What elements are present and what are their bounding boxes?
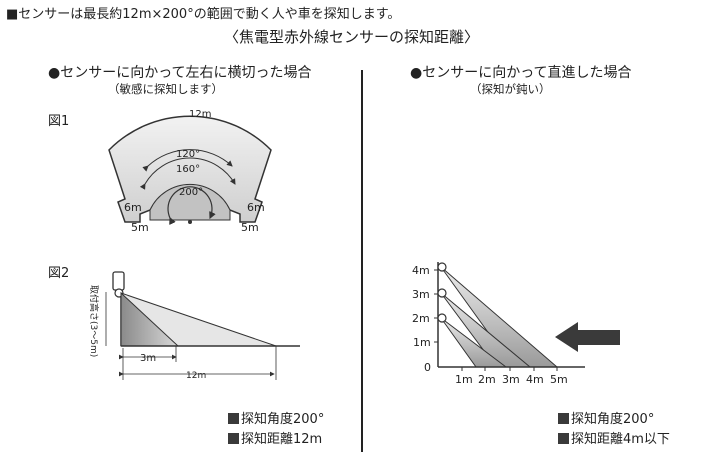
approach-diagram <box>434 262 620 371</box>
right-legend-distance-text: 探知距離4m以下 <box>571 432 670 447</box>
ytick-label-4m: 4m <box>412 264 430 277</box>
figure-2-side-diagram <box>105 271 300 380</box>
header-text: ■センサーは最長約12m×200°の範囲で動く人や車を探知します。 <box>6 7 401 22</box>
figure-2-label: 図2 <box>48 266 70 281</box>
legend-square-icon <box>558 413 569 424</box>
xtick-label-1m: 1m <box>455 373 473 386</box>
fig1-angle-120: 120° <box>176 149 200 160</box>
fig2-dist-long: 12m <box>186 371 206 381</box>
right-section-title: ●センサーに向かって直進した場合 <box>410 65 632 81</box>
fig1-angle-160: 160° <box>176 164 200 175</box>
arc-160 <box>139 157 236 190</box>
left-legend-angle-text: 探知角度200° <box>241 412 325 427</box>
section-divider <box>361 70 363 452</box>
left-legend-distance: 探知距離12m <box>228 428 322 447</box>
right-legend-distance: 探知距離4m以下 <box>558 428 670 447</box>
fig1-angle-200: 200° <box>179 187 203 198</box>
sensor-3m <box>437 288 447 298</box>
sensor-2m <box>437 313 447 323</box>
legend-square-icon <box>228 433 239 444</box>
sensor-housing <box>112 271 125 291</box>
right-legend-angle-text: 探知角度200° <box>571 412 655 427</box>
ytick-label-1m: 1m <box>413 336 431 349</box>
figure-1-label: 図1 <box>48 114 70 129</box>
left-legend-angle: 探知角度200° <box>228 408 324 427</box>
sensor-point <box>188 220 192 224</box>
fig1-side-right: 6m <box>247 201 265 214</box>
xtick-label-2m: 2m <box>478 373 496 386</box>
left-legend-distance-text: 探知距離12m <box>241 432 323 447</box>
fig2-height-label: 取付高さ(3〜5m) <box>88 285 100 357</box>
right-section-subtitle: （探知が鈍い） <box>470 82 551 96</box>
xtick-label-3m: 3m <box>502 373 520 386</box>
fig1-side-left: 6m <box>124 201 142 214</box>
arc-200 <box>167 186 216 225</box>
fig2-dist-short: 3m <box>140 353 156 364</box>
main-title: 〈焦電型赤外線センサーの探知距離〉 <box>224 28 480 46</box>
fig1-bottom-right: 5m <box>241 221 259 234</box>
xtick-label-5m: 5m <box>550 373 568 386</box>
right-legend-angle: 探知角度200° <box>558 408 654 427</box>
fig1-outer-distance: 12m <box>189 109 211 120</box>
left-section-title: ●センサーに向かって左右に横切った場合 <box>48 65 312 81</box>
legend-square-icon <box>228 413 239 424</box>
xtick-label-4m: 4m <box>526 373 544 386</box>
legend-square-icon <box>558 433 569 444</box>
arc-120 <box>142 149 233 172</box>
ytick-label-2m: 2m <box>412 312 430 325</box>
sensor-4m <box>437 262 447 272</box>
fig1-bottom-left: 5m <box>131 221 149 234</box>
left-section-subtitle: （敏感に探知します） <box>108 82 223 96</box>
ytick-label-0: 0 <box>424 361 431 374</box>
approach-arrow-icon <box>555 322 620 352</box>
figure-1-fan-diagram <box>108 115 272 225</box>
ytick-label-3m: 3m <box>412 288 430 301</box>
